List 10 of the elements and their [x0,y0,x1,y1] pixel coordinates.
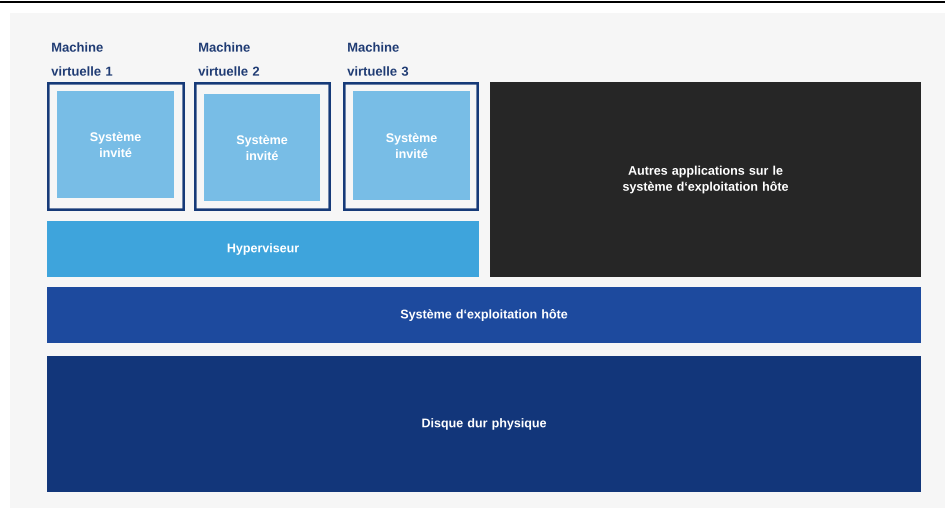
host-os-layer: Système d‘exploitation hôte [47,287,921,343]
hard-disk-layer: Disque dur physique [47,356,921,492]
guest-system-box: Système invité [204,94,320,201]
hypervisor-layer: Hyperviseur [47,221,479,277]
applications-block: Autres applications sur le système d‘exploitation hôte [490,82,921,277]
machine-heading: Machine virtuelle 1 [51,42,112,76]
guest-system-box: Système invité [57,91,174,198]
machine-heading: Machine virtuelle 2 [198,42,260,76]
guest-system-box: Système invité [353,91,470,200]
machine-heading: Machine virtuelle 3 [347,42,408,76]
